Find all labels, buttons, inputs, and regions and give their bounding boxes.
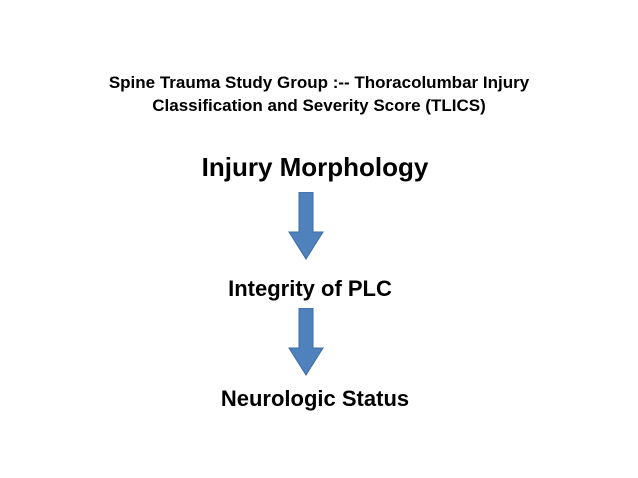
flow-step-injury-morphology: Injury Morphology	[201, 152, 429, 182]
down-arrow-icon	[288, 308, 324, 376]
flow-step-integrity-of-plc: Integrity of PLC	[228, 276, 392, 301]
flow-step-neurologic-status: Neurologic Status	[220, 386, 410, 411]
slide-title: Spine Trauma Study Group :-- Thoracolumb…	[0, 71, 638, 117]
slide-title-line-1: Spine Trauma Study Group :-- Thoracolumb…	[108, 73, 530, 92]
slide-title-line-2: Classification and Severity Score (TLICS…	[152, 96, 486, 115]
down-arrow-icon	[288, 192, 324, 260]
